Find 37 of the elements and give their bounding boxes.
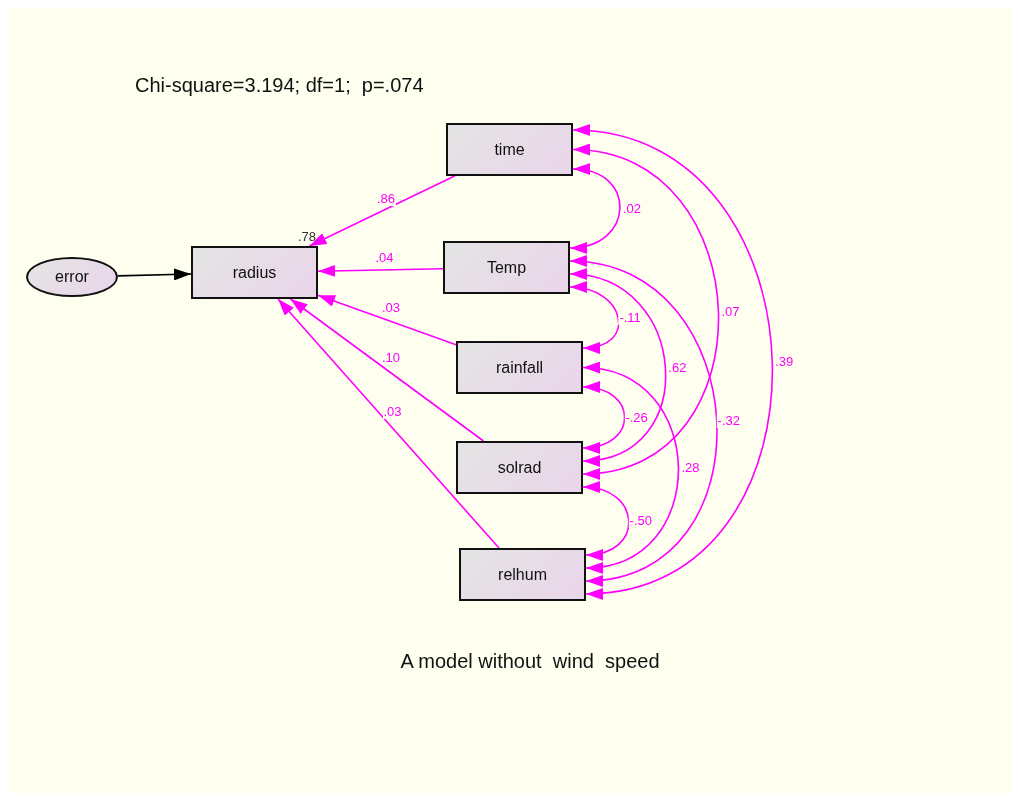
edge-label: .10	[380, 351, 402, 365]
variable-name: rainfall	[495, 358, 544, 377]
variable-name: relhum	[498, 565, 547, 584]
r-squared-value: .78	[297, 229, 316, 244]
path-arrow	[117, 268, 192, 281]
diagram-caption: A model without wind speed	[399, 650, 661, 673]
edge-label: .03	[380, 301, 402, 315]
path-arrow	[289, 298, 485, 442]
variable-box	[443, 241, 570, 294]
fit-statistics-title: Chi-square=3.194; df=1; p=.074	[135, 74, 424, 97]
variable-name: Temp	[486, 258, 527, 277]
path-arrow	[317, 294, 457, 346]
edge-label: .39	[774, 355, 795, 369]
variable-box	[456, 341, 583, 394]
covariance-arrow	[572, 126, 774, 598]
variable-box	[456, 441, 583, 494]
variable-box	[459, 548, 586, 601]
variable-name: time	[494, 140, 525, 159]
path-arrow	[317, 264, 444, 277]
edge-label: -.50	[628, 514, 653, 528]
edge-label: .86	[375, 192, 397, 206]
covariance-arrow	[569, 257, 718, 585]
variable-name: error	[55, 268, 89, 286]
variable-box	[446, 123, 573, 176]
covariance-arrow	[582, 382, 626, 453]
variable-name: radius	[232, 263, 277, 282]
covariance-arrow	[582, 482, 630, 560]
covariance-arrow	[572, 146, 720, 478]
covariance-arrow	[582, 363, 680, 572]
covariance-arrow	[569, 270, 667, 465]
edge-label: .04	[374, 251, 395, 265]
covariance-arrow	[569, 164, 621, 253]
path-arrow	[277, 298, 500, 549]
path-arrow	[308, 175, 456, 247]
covariance-arrow	[569, 282, 620, 353]
edge-label: -.32	[716, 414, 741, 428]
variable-name: solrad	[497, 458, 542, 477]
